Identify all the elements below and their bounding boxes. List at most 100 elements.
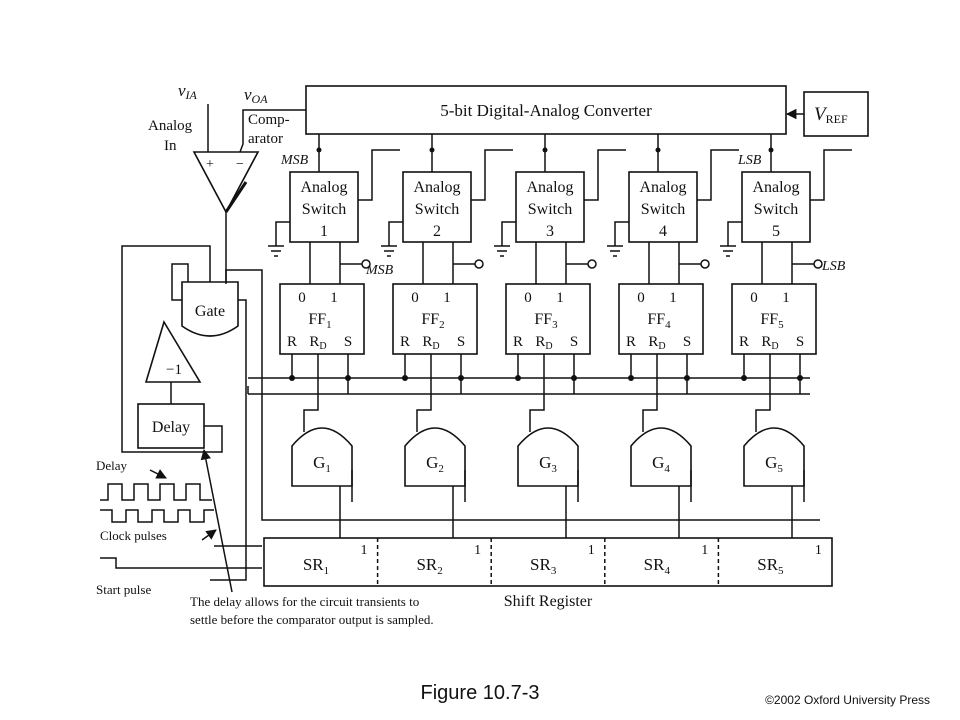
via-label: vIA [178, 81, 198, 102]
note-arrow [200, 448, 233, 593]
figure-credit: ©2002 Oxford University Press [765, 693, 930, 707]
wave-delay-label: Delay [96, 458, 128, 473]
ground-wire [501, 221, 516, 246]
ff-r: R [513, 334, 523, 350]
and-gate-1 [291, 427, 353, 487]
comparator-label-2: arator [248, 131, 283, 147]
ff-one: 1 [669, 290, 677, 306]
gate-block [181, 281, 239, 337]
delay-waveform [100, 483, 212, 501]
output-terminal [361, 259, 371, 269]
switch-ref-wire [810, 149, 852, 201]
voa-wire [239, 109, 306, 153]
switch-number: 4 [659, 223, 667, 240]
analog-switch-3 [515, 171, 585, 243]
ff-zero: 0 [298, 290, 306, 306]
inverter-symbol [144, 320, 202, 383]
vref-label: VREF [814, 104, 848, 126]
comparator-label-1: Comp- [248, 112, 290, 128]
junction-dot [316, 147, 322, 153]
switch-label-line1: Analog [300, 179, 347, 196]
ff-r: R [400, 334, 410, 350]
shift-cell-label: SR5 [757, 555, 784, 577]
gate-feedback-wire [171, 263, 189, 301]
shift-cell-label: SR2 [416, 555, 442, 577]
delay-block-label: Delay [152, 419, 190, 436]
comparator-edge [224, 181, 248, 213]
dac-label: 5-bit Digital-Analog Converter [440, 101, 652, 120]
delay-loop-wire [121, 245, 223, 453]
gate-in-wire [303, 378, 319, 432]
flipflop-1 [279, 283, 365, 355]
comparator-to-bus-wire [225, 269, 263, 386]
switch-number: 5 [772, 223, 780, 240]
ff-rd: RD [422, 334, 439, 352]
output-terminal [813, 259, 823, 269]
ff-one: 1 [330, 290, 338, 306]
ground-icon [720, 245, 736, 257]
gate-block-label: Gate [195, 303, 225, 320]
switch-label-line2: Switch [302, 201, 346, 218]
ground-wire [614, 221, 629, 246]
ground-wire [388, 221, 403, 246]
msb-top-label: MSB [280, 153, 309, 168]
comparator-plus: + [206, 157, 214, 172]
gate-label: G2 [426, 453, 444, 475]
ground-wire [275, 221, 290, 246]
ff-name: FF4 [647, 311, 671, 331]
flipflop-4 [618, 283, 704, 355]
shift-cell-one: 1 [361, 543, 368, 558]
shift-cell-one: 1 [474, 543, 481, 558]
junction-dot [768, 147, 774, 153]
gate-in-wire [529, 378, 545, 432]
lsb-out-label: LSB [821, 259, 846, 274]
shift-register-label: Shift Register [504, 593, 593, 610]
switch-label-line2: Switch [415, 201, 459, 218]
ff-r: R [739, 334, 749, 350]
flipflop-3 [505, 283, 591, 355]
lsb-top-label: LSB [737, 153, 762, 168]
ff-r: R [626, 334, 636, 350]
ff-rd: RD [761, 334, 778, 352]
ff-rd: RD [648, 334, 665, 352]
shift-cell-label: SR1 [303, 555, 329, 577]
switch-ref-wire [471, 149, 513, 201]
ground-icon [494, 245, 510, 257]
inverter-label: −1 [166, 362, 182, 378]
ff-one: 1 [556, 290, 564, 306]
analog-in-label-1: Analog [148, 118, 193, 134]
dac-block [305, 85, 787, 135]
note-line-2: settle before the comparator output is s… [190, 612, 434, 627]
gate-in-wire [755, 378, 771, 432]
switch-label-line1: Analog [526, 179, 573, 196]
comparator-symbol [192, 151, 260, 214]
analog-switch-1 [289, 171, 359, 243]
clock-waveform [100, 509, 214, 523]
ground-wire [727, 221, 742, 246]
output-terminal [587, 259, 597, 269]
delay-wave-arrow [149, 469, 167, 479]
clock-bus-wire [261, 386, 820, 521]
switch-label-line1: Analog [413, 179, 460, 196]
and-gate-2 [404, 427, 466, 487]
ff-zero: 0 [411, 290, 419, 306]
junction-dot [655, 147, 661, 153]
switch-number: 3 [546, 223, 554, 240]
gate-label: G3 [539, 453, 557, 475]
ff-one: 1 [443, 290, 451, 306]
analog-in-label-2: In [164, 138, 177, 154]
wave-clock-label: Clock pulses [100, 528, 167, 543]
output-terminal [700, 259, 710, 269]
junction-dot [542, 147, 548, 153]
ground-icon [607, 245, 623, 257]
ff-rd: RD [535, 334, 552, 352]
output-terminal [474, 259, 484, 269]
switch-ref-wire [358, 149, 400, 201]
ff-name: FF2 [421, 311, 444, 331]
gate-in-wire [642, 378, 658, 432]
gate-label: G4 [652, 453, 670, 475]
ff-name: FF1 [308, 311, 331, 331]
